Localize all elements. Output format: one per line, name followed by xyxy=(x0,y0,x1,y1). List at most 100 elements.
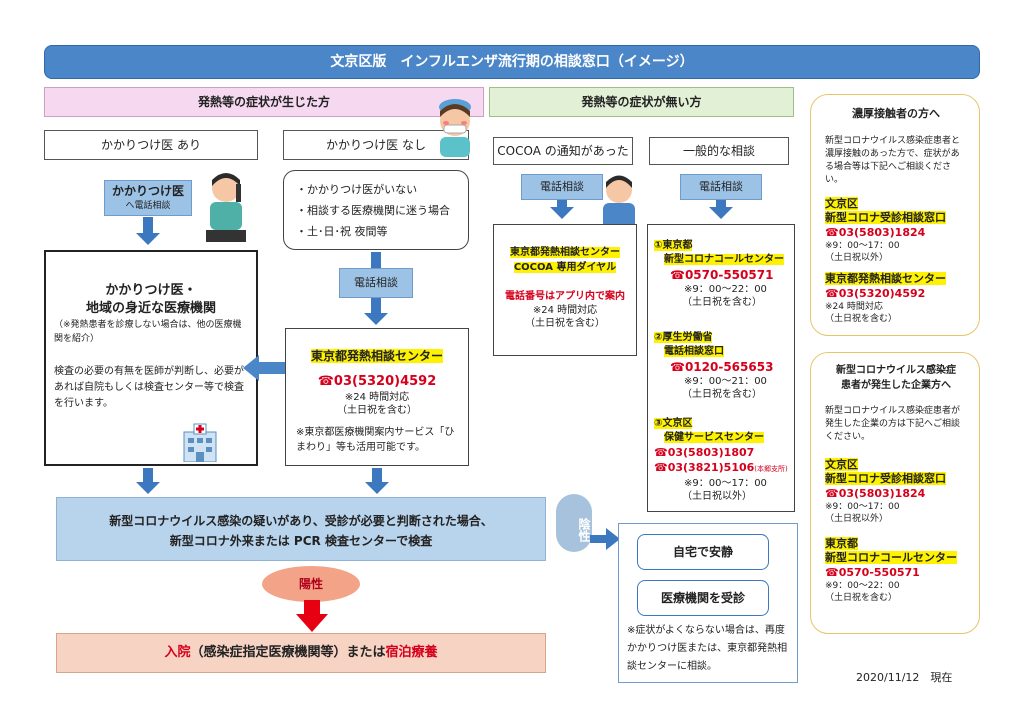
close-contact-c1-tel: ☎03(5803)1824 xyxy=(825,226,926,239)
general-item-hours: ※9：00～22：00 xyxy=(684,284,767,295)
general-item-hours: ※9：00～17：00 xyxy=(684,478,767,489)
close-contact-c1-org: 文京区 xyxy=(825,197,858,210)
phone-person-icon xyxy=(200,168,252,244)
company-title: 新型コロナウイルス感染症 xyxy=(836,365,956,376)
cocoa-center-title2: COCOA 専用ダイヤル xyxy=(513,262,617,273)
general-item-1: ①東京都 新型コロナコールセンター ☎0570-550571 ※9：00～22：… xyxy=(654,239,794,331)
section-fever: 発熱等の症状が生じた方 xyxy=(44,87,484,117)
arrow-stem xyxy=(716,200,726,208)
nashi-item: ・土･日･祝 夜間等 xyxy=(296,225,388,238)
suspect-line2: 新型コロナ外来または PCR 検査センターで検査 xyxy=(169,534,433,548)
tokyo-fever-center-hours2: （土日祝を含む） xyxy=(337,405,417,416)
arrow-down-icon xyxy=(550,207,574,219)
hospital-a: 入院 xyxy=(164,645,191,660)
tokyo-fever-center-note: ※東京都医療機関案内サービス「ひまわり」等も活用可能です。 xyxy=(296,427,455,453)
hospital-building-icon xyxy=(180,422,220,463)
suspect-box: 新型コロナウイルス感染の疑いがあり、受診が必要と判断された場合、 新型コロナ外来… xyxy=(56,497,546,561)
company-c1-hours: ※9：00～17：00 xyxy=(825,502,900,512)
company-c2-name: 新型コロナコールセンター xyxy=(825,551,957,564)
arrow-down-icon xyxy=(136,482,160,494)
tokyo-fever-center-title: 東京都発熱相談センター xyxy=(310,349,443,363)
negative-badge: 陰性 xyxy=(556,494,592,552)
general-item-num: ①東京都 xyxy=(654,240,693,251)
close-contact-title: 濃厚接触者の方へ xyxy=(852,107,940,120)
company-c1-hours2: （土日祝以外） xyxy=(825,514,889,524)
local-clinic-body: 検査の必要の有無を医師が判断し、必要があれば自院もしくは検査センター等で検査を行… xyxy=(54,366,244,409)
arrow-stem xyxy=(143,468,153,482)
arrow-stem xyxy=(372,468,382,482)
general-item-3: ③文京区 保健サービスセンター ☎03(5803)1807 ☎03(3821)5… xyxy=(654,417,794,503)
arrow-down-red-icon xyxy=(296,600,328,632)
arrow-right-icon xyxy=(590,528,620,550)
close-contact-c2-hours2: （土日祝を含む） xyxy=(825,314,898,324)
general-item-hours2: （土日祝以外） xyxy=(682,491,752,502)
close-contact-c2-name: 東京都発熱相談センター xyxy=(825,272,946,285)
arrow-stem xyxy=(371,298,381,313)
local-clinic-title2: 地域の身近な医療機関 xyxy=(85,301,216,316)
local-clinic-title: かかりつけ医・ xyxy=(105,283,197,298)
general-item-tel2: ☎03(3821)5106 xyxy=(654,461,755,474)
negative-result-box: 自宅で安静 医療機関を受診 ※症状がよくならない場合は、再度かかりつけ医または、… xyxy=(618,523,798,683)
page-title: 文京区版 インフルエンザ流行期の相談窓口（イメージ） xyxy=(44,45,980,79)
hospitalization-box: 入院（感染症指定医療機関等）または宿泊療養 xyxy=(56,633,546,673)
close-contact-c2-hours: ※24 時間対応 xyxy=(825,302,883,312)
general-item-tel: ☎0570-550571 xyxy=(670,268,774,282)
arrow-stem xyxy=(557,200,567,208)
arrow-stem xyxy=(371,252,381,268)
general-item-hours2: （土日祝を含む） xyxy=(682,297,762,308)
phone-kakaritsuke-button: かかりつけ医 へ電話相談 xyxy=(104,180,192,216)
company-box: 新型コロナウイルス感染症 患者が発生した企業方へ 新型コロナウイルス感染症患者が… xyxy=(810,352,980,634)
cocoa-center-hours: ※24 時間対応 xyxy=(532,305,598,316)
cocoa-center-hours2: （土日祝を含む） xyxy=(525,318,605,329)
company-c2-org: 東京都 xyxy=(825,537,858,550)
general-phone-consult: 電話相談 xyxy=(680,174,762,200)
close-contact-box: 濃厚接触者の方へ 新型コロナウイルス感染症患者と濃厚接触のあった方で、症状がある… xyxy=(810,94,980,336)
phone-consult-button: 電話相談 xyxy=(339,268,413,298)
cocoa-center-box: 東京都発熱相談センター COCOA 専用ダイヤル 電話番号はアプリ内で案内 ※2… xyxy=(493,224,637,356)
close-contact-c1-hours2: （土日祝以外） xyxy=(825,253,889,263)
positive-badge: 陽性 xyxy=(262,566,360,602)
cocoa-notice: COCOA の通知があった xyxy=(493,137,633,165)
company-c1-name: 新型コロナ受診相談窓口 xyxy=(825,472,946,485)
tokyo-fever-center-hours: ※24 時間対応 xyxy=(344,392,410,403)
company-c1-tel: ☎03(5803)1824 xyxy=(825,487,926,500)
tokyo-fever-center-tel: ☎03(5320)4592 xyxy=(317,374,437,389)
arrow-left-icon xyxy=(243,355,285,381)
company-intro: 新型コロナウイルス感染症患者が発生した企業の方は下記へご相談ください。 xyxy=(825,406,961,442)
nashi-item: ・相談する医療機関に迷う場合 xyxy=(296,204,450,217)
local-clinic-note: （※発熱患者を診療しない場合は、他の医療機関を紹介） xyxy=(54,320,242,344)
general-item-tel: ☎03(5803)1807 xyxy=(654,446,755,459)
company-c2-hours2: （土日祝を含む） xyxy=(825,593,898,603)
section-no-fever: 発熱等の症状が無い方 xyxy=(489,87,794,117)
kakaritsuke-nashi: かかりつけ医 なし xyxy=(283,130,469,160)
company-title2: 患者が発生した企業方へ xyxy=(841,380,951,391)
suspect-line1: 新型コロナウイルス感染の疑いがあり、受診が必要と判断された場合、 xyxy=(109,514,493,528)
arrow-down-icon xyxy=(365,482,389,494)
general-item-name: 保健サービスセンター xyxy=(664,432,764,443)
home-rest-label: 自宅で安静 xyxy=(637,534,769,570)
general-consult-box: ①東京都 新型コロナコールセンター ☎0570-550571 ※9：00～22：… xyxy=(647,224,795,512)
cocoa-center-title: 東京都発熱相談センター xyxy=(510,247,620,258)
phone-kakaritsuke-label: かかりつけ医 xyxy=(111,184,185,198)
close-contact-c2-tel: ☎03(5320)4592 xyxy=(825,287,926,300)
general-consult: 一般的な相談 xyxy=(649,137,789,165)
arrow-down-icon xyxy=(364,313,388,325)
general-item-2: ②厚生労働省 電話相談窓口 ☎0120-565653 ※9：00～21：00 （… xyxy=(654,331,794,417)
phone-kakaritsuke-sub: へ電話相談 xyxy=(125,201,171,211)
close-contact-intro: 新型コロナウイルス感染症患者と濃厚接触のあった方で、症状がある場合等は下記へご相… xyxy=(825,136,961,185)
general-item-name: 電話相談窓口 xyxy=(664,346,724,357)
company-c1-org: 文京区 xyxy=(825,458,858,471)
tokyo-fever-center-box: 東京都発熱相談センター ☎03(5320)4592 ※24 時間対応 （土日祝を… xyxy=(285,328,469,466)
cocoa-phone-consult: 電話相談 xyxy=(521,174,603,200)
nashi-item: ・かかりつけ医がいない xyxy=(296,183,418,196)
hospital-c: 宿泊療養 xyxy=(385,645,438,660)
kakaritsuke-ari: かかりつけ医 あり xyxy=(44,130,258,160)
local-clinic-box: かかりつけ医・ 地域の身近な医療機関 （※発熱患者を診療しない場合は、他の医療機… xyxy=(44,250,258,466)
company-c2-hours: ※9：00～22：00 xyxy=(825,581,900,591)
company-c2-tel: ☎0570-550571 xyxy=(825,566,920,579)
general-item-hours: ※9：00～21：00 xyxy=(684,376,767,387)
general-item-hours2: （土日祝を含む） xyxy=(682,389,762,400)
arrow-down-icon xyxy=(136,233,160,245)
general-item-tel: ☎0120-565653 xyxy=(670,360,774,374)
general-item-name: 新型コロナコールセンター xyxy=(664,254,784,265)
